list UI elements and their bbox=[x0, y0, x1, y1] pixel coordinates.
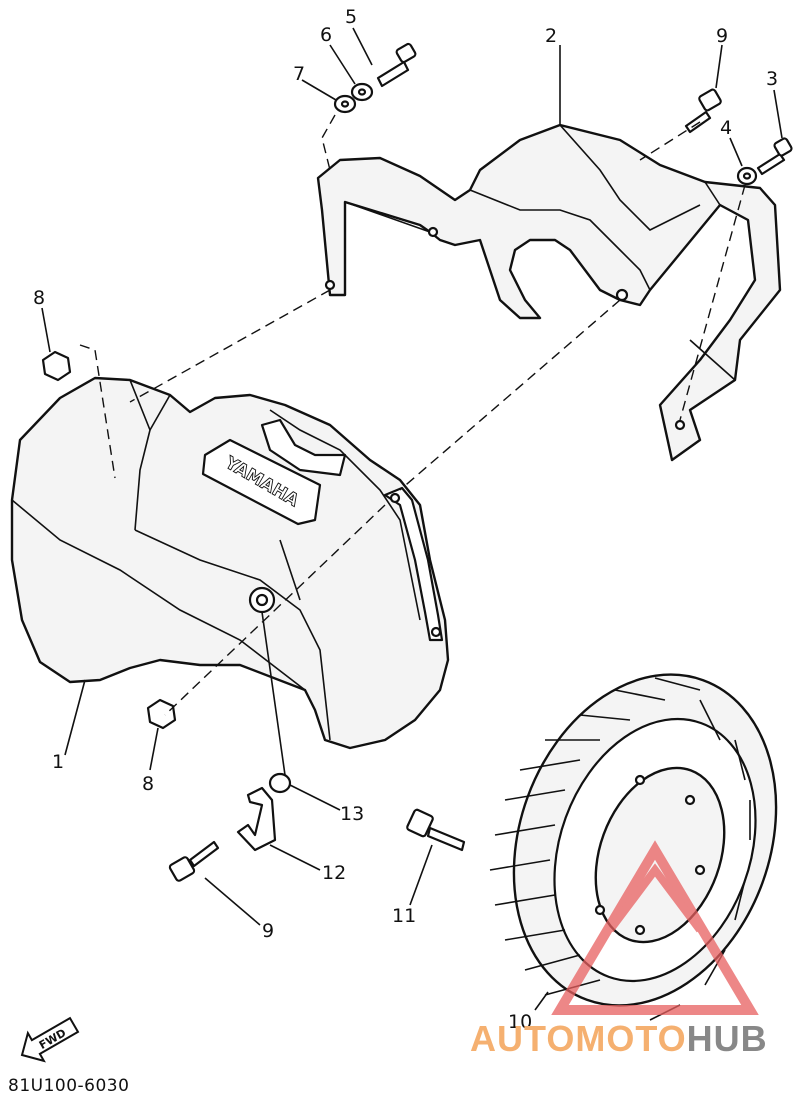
bolt-9-lower bbox=[168, 840, 220, 882]
callout-1: 1 bbox=[52, 751, 64, 773]
lower-shroud-part: YAMAHA bbox=[10, 376, 450, 750]
callout-12: 12 bbox=[322, 862, 346, 884]
callout-2: 2 bbox=[545, 25, 557, 47]
callout-10: 10 bbox=[508, 1011, 532, 1033]
leader-lines bbox=[41, 27, 783, 1011]
bolt-11 bbox=[406, 808, 466, 852]
callout-8-upper: 8 bbox=[33, 287, 45, 309]
callout-11: 11 bbox=[392, 905, 416, 927]
cooling-fan-part bbox=[489, 673, 778, 1021]
clip-12 bbox=[236, 786, 277, 852]
washer-6 bbox=[350, 82, 374, 102]
watermark-logo-icon bbox=[551, 840, 759, 1015]
washer-4 bbox=[736, 166, 758, 186]
callout-9-upper: 9 bbox=[716, 25, 728, 47]
callout-13: 13 bbox=[340, 803, 364, 825]
washer-7 bbox=[333, 94, 357, 114]
callout-3: 3 bbox=[766, 68, 778, 90]
bolt-5 bbox=[376, 42, 417, 88]
assembly-lines bbox=[79, 114, 746, 716]
bolt-9-upper bbox=[684, 88, 722, 134]
callout-5: 5 bbox=[345, 6, 357, 28]
callout-6: 6 bbox=[320, 24, 332, 46]
callout-7: 7 bbox=[293, 63, 305, 85]
bolt-3 bbox=[756, 137, 793, 176]
callout-4: 4 bbox=[720, 117, 732, 139]
collar-13 bbox=[268, 772, 292, 794]
nut-8-lower bbox=[146, 698, 177, 730]
drawing-code: 81U100-6030 bbox=[8, 1076, 130, 1096]
callout-9-lower: 9 bbox=[262, 920, 274, 942]
callout-8-lower: 8 bbox=[142, 773, 154, 795]
watermark-part1: AUTOMOTO bbox=[470, 1018, 687, 1059]
nut-8-upper bbox=[41, 350, 72, 382]
upper-shroud-part bbox=[316, 123, 782, 462]
watermark-part2: HUB bbox=[686, 1018, 768, 1059]
watermark: AUTOMOTOHUB bbox=[470, 1018, 768, 1060]
fwd-arrow-icon: FWD bbox=[20, 1016, 80, 1063]
